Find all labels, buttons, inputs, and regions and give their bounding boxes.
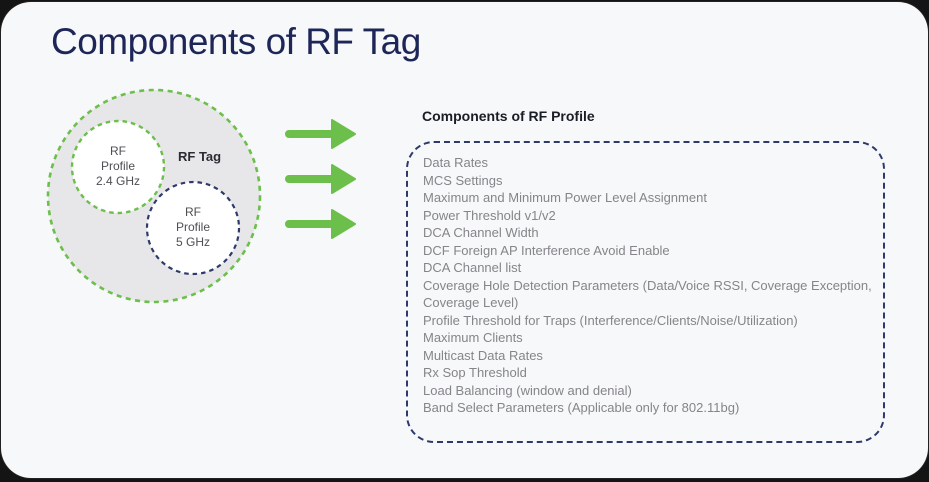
component-item: Multicast Data Rates	[423, 347, 543, 363]
rf-tag-venn-graphic	[46, 88, 262, 304]
rf-profile-24ghz-label: RF Profile 2.4 GHz	[95, 144, 140, 188]
rf-tag-diagram: RF Profile 2.4 GHz RF Profile 5 GHz RF T…	[41, 84, 271, 314]
component-item: Rx Sop Threshold	[423, 365, 527, 380]
component-item: Band Select Parameters (Applicable only …	[423, 400, 740, 415]
arrow-right-icon	[285, 164, 356, 194]
component-item: DCF Foreign AP Interference Avoid Enable	[423, 242, 670, 258]
component-item: Maximum Clients	[423, 330, 523, 345]
rf-profile-24ghz-circle	[70, 119, 166, 215]
component-item: Maximum and Minimum Power Level Assignme…	[423, 190, 707, 205]
arrow-right-icon	[285, 119, 356, 149]
component-item: Coverage Hole Detection Parameters (Data…	[423, 277, 872, 311]
rf-profile-panel-title: Components of RF Profile	[422, 108, 595, 124]
component-item: MCS Settings	[423, 172, 503, 188]
rf-profile-5ghz-circle	[145, 180, 241, 276]
rf-tag-label: RF Tag	[178, 149, 222, 164]
slide-title: Components of RF Tag	[51, 21, 421, 62]
component-item: DCA Channel Width	[423, 225, 539, 240]
component-item: Load Balancing (window and denial)	[423, 382, 632, 398]
rf-tag-circle	[46, 88, 262, 304]
component-item: Data Rates	[423, 155, 489, 170]
component-item: Power Threshold v1/v2	[423, 207, 556, 223]
component-item: DCA Channel list	[423, 260, 522, 275]
arrow-right-icon	[285, 209, 356, 239]
arrows-group	[284, 119, 356, 239]
rf-profile-5ghz-label: RF Profile 5 GHz	[175, 205, 210, 249]
component-item: Profile Threshold for Traps (Interferenc…	[423, 312, 798, 328]
